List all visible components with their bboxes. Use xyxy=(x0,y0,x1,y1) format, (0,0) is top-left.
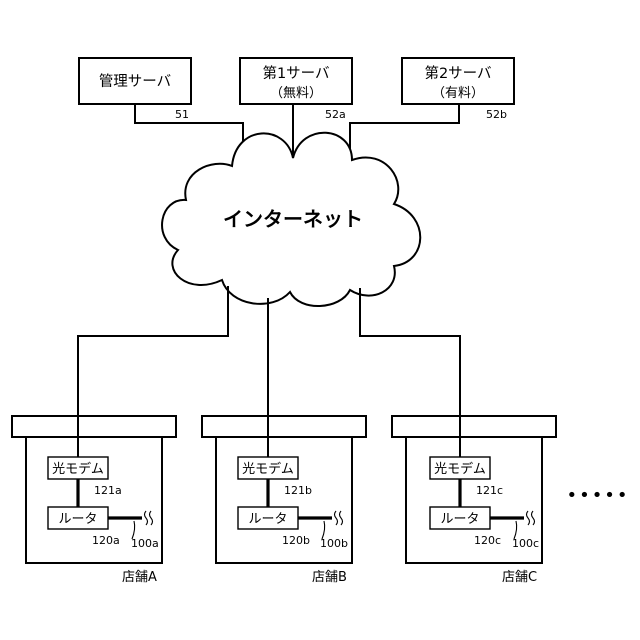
store-c-modem-label: 光モデム xyxy=(434,461,486,477)
second-server-ref: 52b xyxy=(486,108,507,121)
store-b-roof xyxy=(202,416,366,437)
continuation-dots: ••••• xyxy=(566,485,629,506)
management-server-ref: 51 xyxy=(175,108,189,121)
store-a: 光モデム 121a ルータ 120a 100a 店舗A xyxy=(12,416,176,585)
second-server-sublabel: （有料） xyxy=(432,86,484,101)
store-a-roof xyxy=(12,416,176,437)
store-c: 光モデム 121c ルータ 120c 100c 店舗C xyxy=(392,416,556,585)
store-b-name: 店舗B xyxy=(312,570,347,585)
internet-label: インターネット xyxy=(223,207,363,231)
store-b-router-label: ルータ xyxy=(248,512,287,527)
store-c-name: 店舗C xyxy=(502,570,537,585)
store-a-router-label: ルータ xyxy=(58,512,97,527)
store-a-modem-label: 光モデム xyxy=(52,461,104,477)
store-b-router-ref: 120b xyxy=(282,534,310,547)
store-b-terminal-ref: 100b xyxy=(320,537,348,550)
first-server-sublabel: （無料） xyxy=(270,86,322,101)
store-a-router-ref: 120a xyxy=(92,534,120,547)
first-server-ref: 52a xyxy=(325,108,346,121)
management-connection-line xyxy=(135,104,243,150)
store-a-terminal-ref: 100a xyxy=(131,537,159,550)
store-c-terminal-ref: 100c xyxy=(512,537,539,550)
store-c-modem-ref: 121c xyxy=(476,484,503,497)
store-c-router-label: ルータ xyxy=(440,512,479,527)
store-c-roof xyxy=(392,416,556,437)
management-server-label: 管理サーバ xyxy=(99,73,171,90)
first-server: 第1サーバ （無料） 52a xyxy=(240,58,352,121)
store-b-modem-label: 光モデム xyxy=(242,461,294,477)
store-a-name: 店舗A xyxy=(122,570,157,585)
store-a-modem-ref: 121a xyxy=(94,484,122,497)
store-b-modem-ref: 121b xyxy=(284,484,312,497)
store-c-router-ref: 120c xyxy=(474,534,501,547)
internet-cloud: インターネット xyxy=(162,133,420,306)
second-server-connection-line xyxy=(350,104,459,150)
second-server-label: 第2サーバ xyxy=(424,64,491,82)
first-server-label: 第1サーバ xyxy=(262,64,329,82)
store-b: 光モデム 121b ルータ 120b 100b 店舗B xyxy=(202,416,366,585)
